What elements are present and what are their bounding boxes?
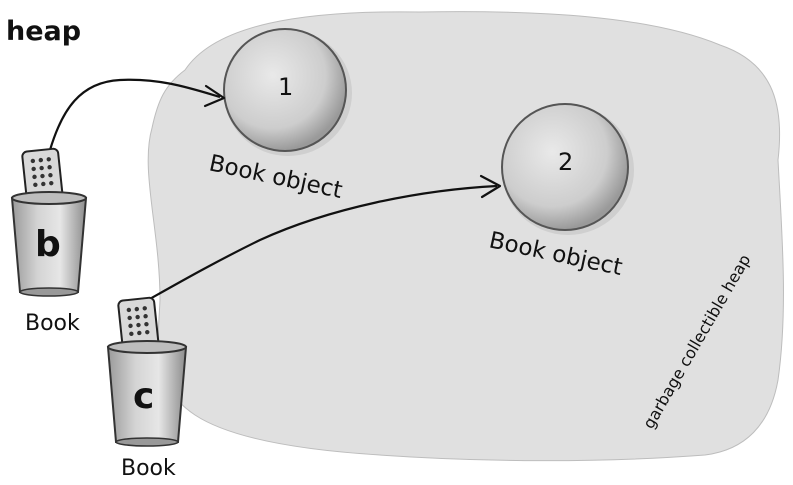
object-number: 2 (558, 148, 573, 176)
variable-name: c (133, 376, 154, 417)
cup-icon (10, 191, 88, 297)
variable-type: Book (25, 311, 80, 336)
reference-variable-b: b Book (10, 147, 88, 336)
reference-variable-c: c Book (106, 296, 188, 481)
variable-type: Book (121, 456, 176, 481)
heading: heap (6, 16, 81, 47)
cup-icon (106, 340, 188, 447)
reference-arrow-c (147, 174, 502, 301)
variable-name: b (35, 224, 61, 265)
reference-arrow-b (48, 78, 226, 151)
object-number: 1 (278, 73, 293, 101)
